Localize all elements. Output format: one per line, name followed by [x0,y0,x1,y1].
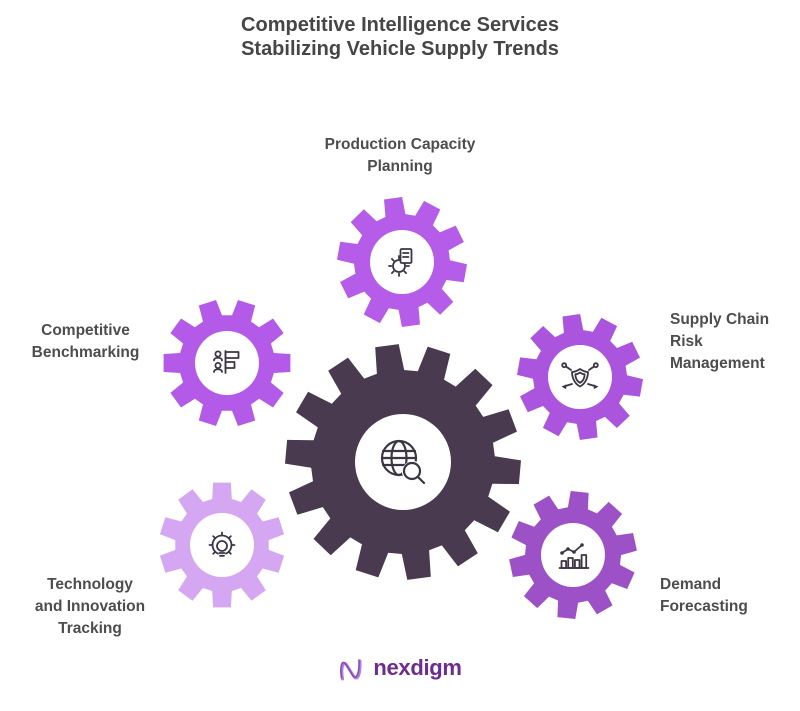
trend-chart-icon [558,543,590,569]
label-line: Forecasting [660,598,748,615]
nexdigm-wave-icon [340,659,362,681]
globe-search-icon [380,439,426,485]
label-line: Demand [660,576,722,593]
label-line: Technology [47,576,133,593]
label-technology-innovation-tracking: Technology and Innovation Tracking [10,574,170,640]
gear-document-icon [388,248,413,277]
nexdigm-logo-text: nexdigm [373,655,462,680]
label-line: and Innovation [34,598,146,615]
label-line: Production Capacity [324,136,476,153]
label-line: Benchmarking [31,344,140,361]
label-line: Management [670,355,765,372]
gear-demand [509,491,637,619]
shield-network-icon [561,362,599,390]
lightbulb-gear-icon [208,531,236,559]
page-title: Competitive Intelligence Services Stabil… [0,13,800,61]
gear-benchmarking [163,300,291,426]
label-supply-chain-risk-management: Supply Chain Risk Management [670,309,800,375]
label-line: Tracking [58,620,122,637]
label-line: Supply Chain [670,311,770,328]
gear-supply-chain [517,314,643,440]
label-demand-forecasting: Demand Forecasting [660,574,800,618]
gear-center [285,344,521,580]
title-line-1: Competitive Intelligence Services [241,14,559,36]
label-line: Planning [367,158,433,175]
label-production-capacity-planning: Production Capacity Planning [300,134,500,178]
label-line: Competitive [41,322,130,339]
label-line: Risk [670,333,703,350]
people-ranking-icon [213,350,240,374]
title-line-2: Stabilizing Vehicle Supply Trends [241,38,559,60]
gear-technology [159,482,285,608]
label-competitive-benchmarking: Competitive Benchmarking [8,320,163,364]
nexdigm-logo: nexdigm [0,653,800,683]
